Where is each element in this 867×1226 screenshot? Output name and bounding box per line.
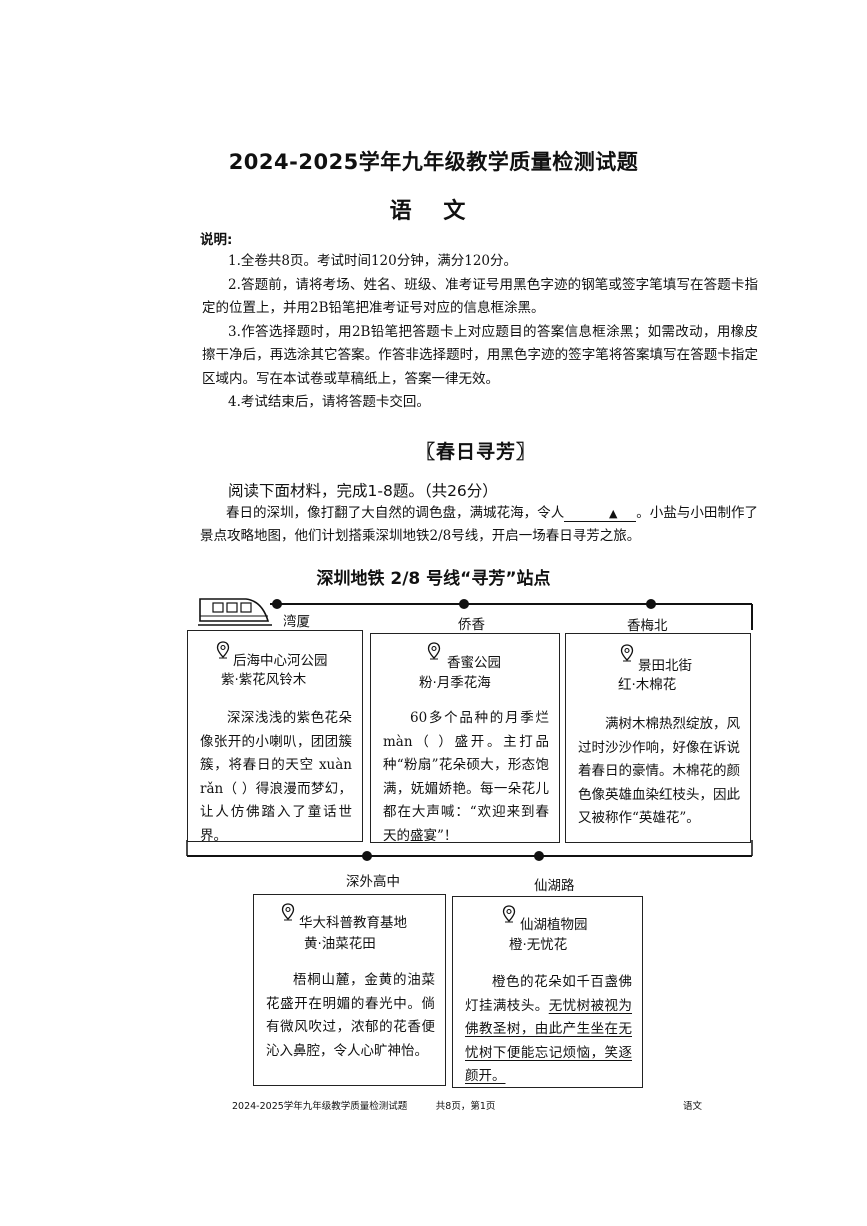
- station-label: 香梅北: [627, 618, 668, 634]
- section-title: 〖春日寻芳〗: [416, 441, 537, 463]
- triangle-icon: ▲: [609, 507, 618, 520]
- location-pin-icon: [502, 905, 516, 923]
- location-pin-icon: [427, 642, 441, 660]
- train-icon: [198, 598, 272, 626]
- station-label: 深外高中: [346, 874, 400, 890]
- attraction-description: 60多个品种的月季烂 màn（ ）盛开。主打品种“粉扇”花朵硕大，形态饱满，妩媚…: [383, 710, 549, 844]
- flower-label: 红·木棉花: [618, 677, 677, 693]
- instructions-heading: 说明:: [200, 232, 233, 248]
- instruction-item: 3.作答选择题时，用2B铅笔把答题卡上对应题目的答案信息框涂黑；如需改动，用橡皮…: [202, 323, 758, 387]
- attraction-name: 仙湖植物园: [520, 917, 588, 933]
- flower-label: 紫·紫花风铃木: [221, 672, 307, 688]
- attraction-description: 梧桐山麓，金黄的油菜花盛开在明媚的春光中。倘有微风吹过，浓郁的花香便沁入鼻腔，令…: [266, 972, 435, 1059]
- location-pin-icon: [620, 644, 634, 662]
- attraction-description: 深深浅浅的紫色花朵像张开的小喇叭，团团簇簇，将春日的天空 xuàn rǎn（ ）…: [200, 710, 352, 844]
- underlined-sentence: 无忧树被视为佛教圣树，由此产生坐在无忧树下便能忘记烦恼，笑逐颜开。: [465, 997, 633, 1085]
- station-label: 侨香: [458, 617, 485, 633]
- attraction-name: 香蜜公园: [447, 655, 501, 671]
- attraction-name: 华大科普教育基地: [299, 915, 407, 931]
- attraction-name: 景田北街: [638, 658, 692, 674]
- page-footer: 2024-2025学年九年级教学质量检测试题 共8页，第1页: [232, 1101, 496, 1112]
- intro-text: 春日的深圳，像打翻了大自然的调色盘，满城花海，令人: [226, 505, 565, 521]
- location-pin-icon: [281, 903, 295, 921]
- attraction-card: 仙湖植物园 橙·无忧花 橙色的花朵如千百盏佛灯挂满枝头。无忧树被视为佛教圣树，由…: [452, 896, 643, 1088]
- attraction-description: 满树木棉热烈绽放，风过时沙沙作响，好像在诉说着春日的豪情。木棉花的颜色像英雄血染…: [578, 716, 740, 826]
- page-footer-subject: 语文: [683, 1101, 703, 1112]
- attraction-card: 后海中心河公园 紫·紫花风铃木 深深浅浅的紫色花朵像张开的小喇叭，团团簇簇，将春…: [187, 630, 363, 844]
- attraction-name: 后海中心河公园: [233, 653, 328, 669]
- intro-paragraph: 春日的深圳，像打翻了大自然的调色盘，满城花海，令人 ▲。小盐与小田制作了景点攻略地…: [200, 502, 758, 548]
- attraction-card: 华大科普教育基地 黄·油菜花田 梧桐山麓，金黄的油菜花盛开在明媚的春光中。倘有微…: [253, 894, 446, 1086]
- intro-text: 。小盐与小田制作了景点攻略地图，他们计划搭乘深圳地铁2/8号线，开启一场春日寻芳…: [200, 505, 758, 544]
- station-label: 仙湖路: [534, 878, 575, 894]
- instruction-item: 2.答题前，请将考场、姓名、班级、准考证号用黑色字迹的钢笔或签字笔填写在答题卡指…: [202, 276, 758, 317]
- station-label: 湾厦: [283, 614, 310, 630]
- subject-title: 语 文: [389, 199, 478, 224]
- attraction-description: 橙色的花朵如千百盏佛灯挂满枝头。无忧树被视为佛教圣树，由此产生坐在无忧树下便能忘…: [465, 971, 632, 1089]
- exam-title: 2024-2025学年九年级教学质量检测试题: [228, 150, 639, 174]
- location-pin-icon: [216, 641, 230, 659]
- description-text: 橙色的花朵如千百盏佛灯挂满枝头。: [465, 974, 632, 1014]
- flower-label: 黄·油菜花田: [304, 936, 376, 952]
- attraction-card: 景田北街 红·木棉花 满树木棉热烈绽放，风过时沙沙作响，好像在诉说着春日的豪情。…: [565, 633, 751, 843]
- flower-label: 橙·无忧花: [509, 937, 568, 953]
- flower-label: 粉·月季花海: [419, 675, 491, 691]
- reading-heading: 阅读下面材料，完成1-8题。（共26分）: [228, 482, 498, 500]
- map-title: 深圳地铁 2/8 号线“寻芳”站点: [316, 569, 551, 589]
- instruction-item: 1.全卷共8页。考试时间120分钟，满分120分。: [228, 253, 518, 269]
- attraction-card: 香蜜公园 粉·月季花海 60多个品种的月季烂 màn（ ）盛开。主打品种“粉扇”…: [370, 633, 560, 844]
- instruction-item: 4.考试结束后，请将答题卡交回。: [228, 394, 430, 410]
- answer-blank: ▲: [564, 506, 637, 522]
- instructions-list: 1.全卷共8页。考试时间120分钟，满分120分。 2.答题前，请将考场、姓名、…: [202, 250, 758, 415]
